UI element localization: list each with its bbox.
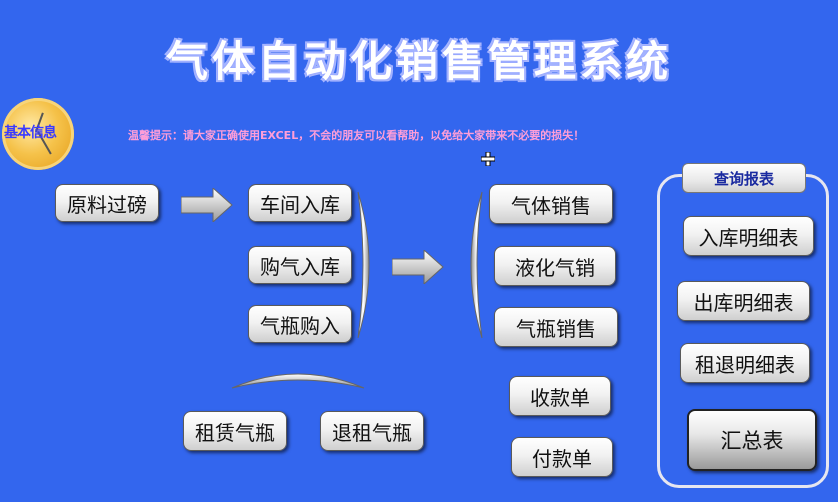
arrow-right-icon bbox=[392, 250, 444, 284]
notice-text: 温馨提示：请大家正确使用EXCEL，不会的朋友可以看帮助，以免给大家带来不必要的… bbox=[128, 129, 585, 142]
arc-connector-icon bbox=[231, 373, 365, 389]
page-title: 气体自动化销售管理系统 bbox=[165, 37, 672, 86]
basic-info-logo[interactable]: 基本信息 bbox=[2, 98, 74, 170]
bracket-left-icon bbox=[470, 191, 483, 339]
rent-cylinder-button[interactable]: 租赁气瓶 bbox=[183, 411, 287, 451]
inbound-detail-button[interactable]: 入库明细表 bbox=[683, 216, 814, 256]
return-detail-button[interactable]: 租退明细表 bbox=[680, 343, 810, 383]
arrow-right-icon bbox=[181, 188, 233, 222]
raw-weigh-button[interactable]: 原料过磅 bbox=[55, 184, 159, 222]
liquefied-gas-sales-button[interactable]: 液化气销 bbox=[494, 246, 616, 286]
return-cylinder-button[interactable]: 退租气瓶 bbox=[320, 411, 424, 451]
summary-button[interactable]: 汇总表 bbox=[687, 409, 817, 471]
receipt-button[interactable]: 收款单 bbox=[509, 376, 611, 416]
logo-label: 基本信息 bbox=[4, 125, 57, 141]
workshop-in-button[interactable]: 车间入库 bbox=[248, 184, 352, 222]
cylinder-sales-button[interactable]: 气瓶销售 bbox=[494, 307, 618, 347]
payment-button[interactable]: 付款单 bbox=[511, 437, 613, 477]
outbound-detail-button[interactable]: 出库明细表 bbox=[677, 281, 810, 321]
reports-panel-header: 查询报表 bbox=[682, 163, 806, 193]
gas-sales-button[interactable]: 气体销售 bbox=[489, 184, 613, 224]
buy-gas-in-button[interactable]: 购气入库 bbox=[248, 246, 352, 284]
cylinder-buy-in-button[interactable]: 气瓶购入 bbox=[248, 305, 352, 343]
cursor-cross-icon bbox=[481, 152, 495, 166]
bracket-right-icon bbox=[357, 191, 370, 339]
